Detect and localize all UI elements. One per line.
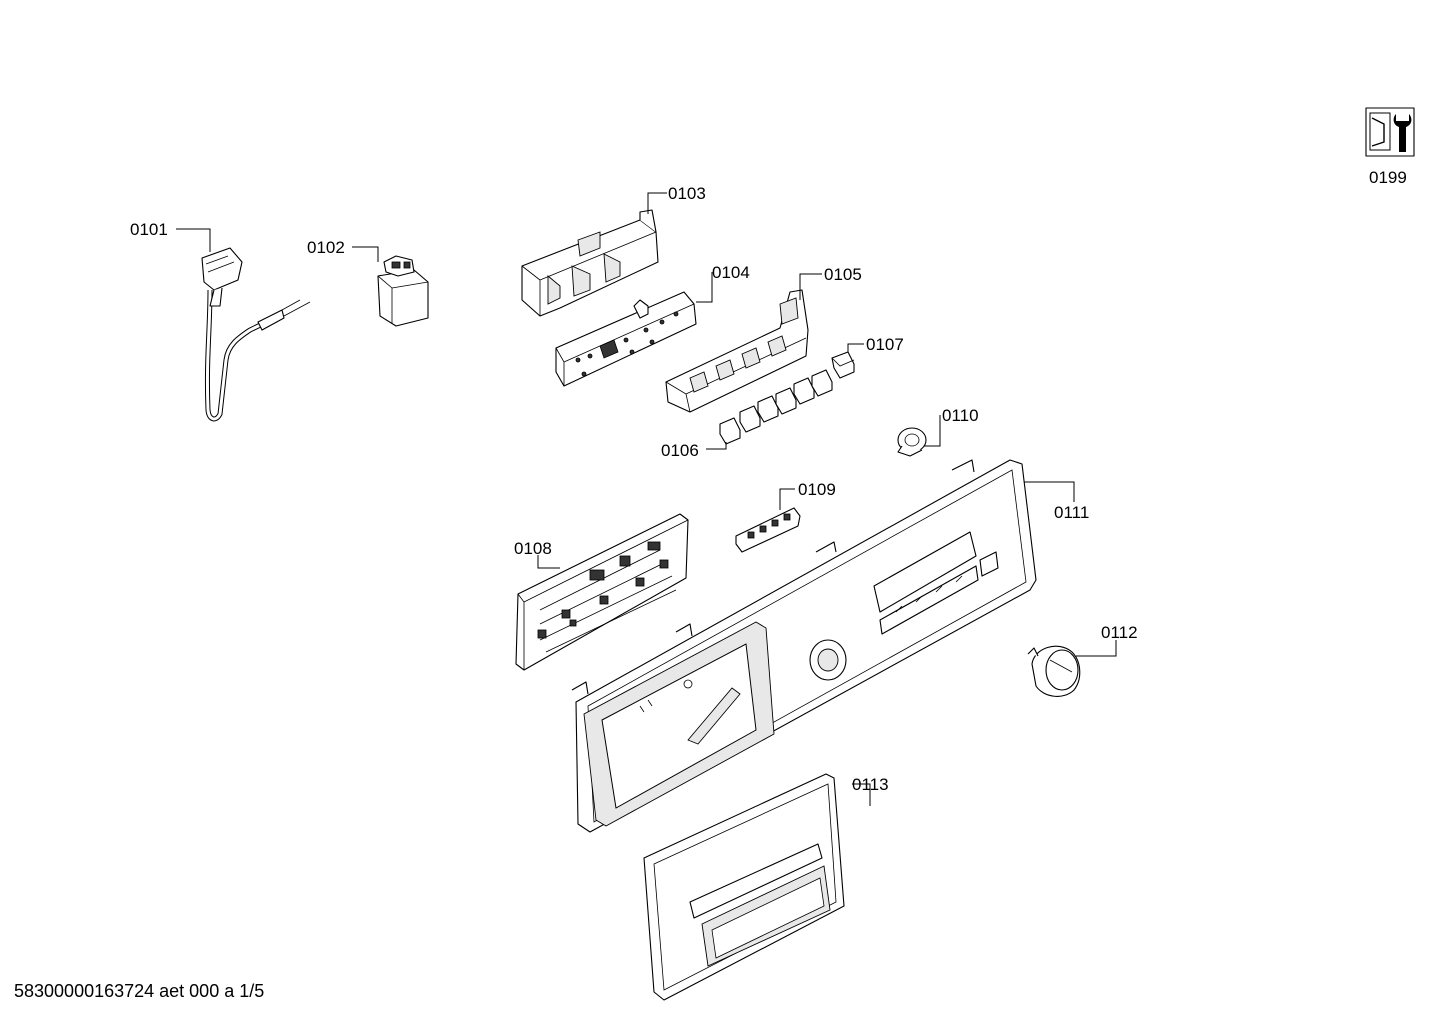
power-cord-part: [201, 247, 311, 422]
part-label-0105: 0105: [824, 265, 862, 284]
circuit-board-part: [555, 291, 697, 387]
part-label-0108: 0108: [514, 539, 552, 558]
module-holder-part: [521, 209, 659, 317]
part-label-0113: 0113: [852, 775, 889, 794]
part-label-0106: 0106: [661, 441, 699, 460]
push-button-part: [831, 351, 855, 379]
part-label-0101: 0101: [130, 220, 168, 239]
part-label-0107: 0107: [866, 335, 904, 354]
interference-filter-part: [377, 255, 429, 327]
part-label-0111: 0111: [1054, 503, 1089, 522]
push-buttons-part: [719, 369, 833, 445]
document-id: 58300000163724 aet 000 a 1/5: [14, 981, 265, 1001]
service-wrench-icon: [1365, 107, 1415, 157]
light-guide-part: [735, 507, 801, 553]
knob-shaft-part: [897, 427, 927, 457]
dispenser-handle-part: [643, 773, 845, 1001]
part-label-0103: 0103: [668, 184, 706, 203]
part-label-0112: 0112: [1101, 623, 1138, 642]
part-label-0109: 0109: [798, 480, 836, 499]
facia-panel-part: [571, 459, 1037, 833]
control-module-part: [515, 513, 689, 671]
part-label-0110: 0110: [942, 406, 979, 425]
part-label-0104: 0104: [712, 263, 750, 282]
part-label-0199: 0199: [1369, 168, 1407, 187]
part-label-0102: 0102: [307, 238, 345, 257]
button-frame-part: [665, 289, 809, 413]
selector-knob-part: [1027, 645, 1081, 697]
